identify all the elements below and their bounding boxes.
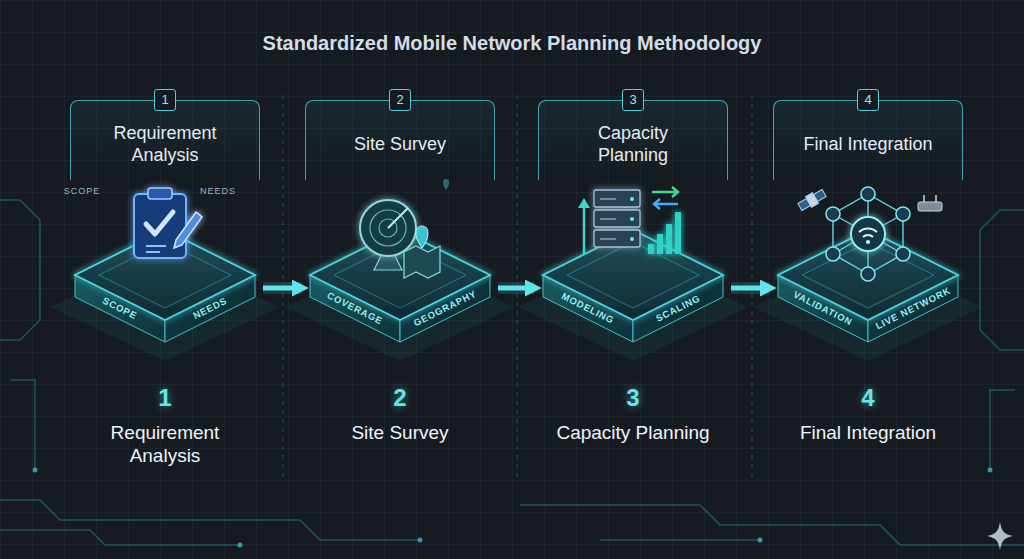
stage-header: 4Final Integration xyxy=(773,100,963,180)
platform-edge-label: SCALING xyxy=(654,292,702,323)
step-title: Site Survey xyxy=(354,134,446,156)
platform-edge-label: GEOGRAPHY xyxy=(412,288,479,329)
step-caption: Capacity Planning xyxy=(553,422,713,445)
watermark-star xyxy=(987,522,1013,550)
step-number-badge: 4 xyxy=(857,89,879,111)
floating-tag: NEEDS xyxy=(183,186,253,196)
stage-platform: MODELING SCALING xyxy=(538,195,728,345)
step-caption: Site Survey xyxy=(320,422,480,445)
step-number-badge: 3 xyxy=(622,89,644,111)
stage-platform: VALIDATION LIVE NETWORK xyxy=(773,195,963,345)
platform-edge-label: VALIDATION xyxy=(792,289,855,328)
stage-platform: COVERAGE GEOGRAPHY xyxy=(305,195,495,345)
platform-edge-label: LIVE NETWORK xyxy=(874,285,953,332)
radar-dish-icon xyxy=(360,179,449,278)
stage-header: 2Site Survey xyxy=(305,100,495,180)
floating-tag: SCOPE xyxy=(47,186,117,196)
diagram-title: Standardized Mobile Network Planning Met… xyxy=(0,32,1024,55)
stage-header: 1Requirement Analysis xyxy=(70,100,260,180)
step-title: Final Integration xyxy=(803,134,932,156)
circuit-traces xyxy=(0,200,1024,545)
server-stack-icon xyxy=(578,187,681,254)
step-number-badge: 1 xyxy=(154,89,176,111)
step-title: Capacity Planning xyxy=(568,123,698,166)
flow-arrow xyxy=(498,288,535,289)
flow-arrow xyxy=(263,288,302,289)
stage-separators xyxy=(283,95,752,480)
step-number: 1 xyxy=(135,384,195,412)
step-number-badge: 2 xyxy=(389,89,411,111)
step-number: 3 xyxy=(603,384,663,412)
step-number: 2 xyxy=(370,384,430,412)
flow-arrow xyxy=(731,288,770,289)
step-caption: Final Integration xyxy=(788,422,948,445)
step-title: Requirement Analysis xyxy=(100,123,230,166)
stage-header: 3Capacity Planning xyxy=(538,100,728,180)
platform-edge-label: MODELING xyxy=(560,290,616,326)
network-icon xyxy=(797,187,942,281)
platform-edge-label: COVERAGE xyxy=(325,289,384,326)
step-caption: Requirement Analysis xyxy=(85,422,245,468)
platform-edge-label: NEEDS xyxy=(191,295,229,321)
platform-edge-label: SCOPE xyxy=(101,295,139,322)
stage-platform: SCOPE NEEDS xyxy=(70,195,260,345)
clipboard-icon xyxy=(134,188,202,258)
step-number: 4 xyxy=(838,384,898,412)
